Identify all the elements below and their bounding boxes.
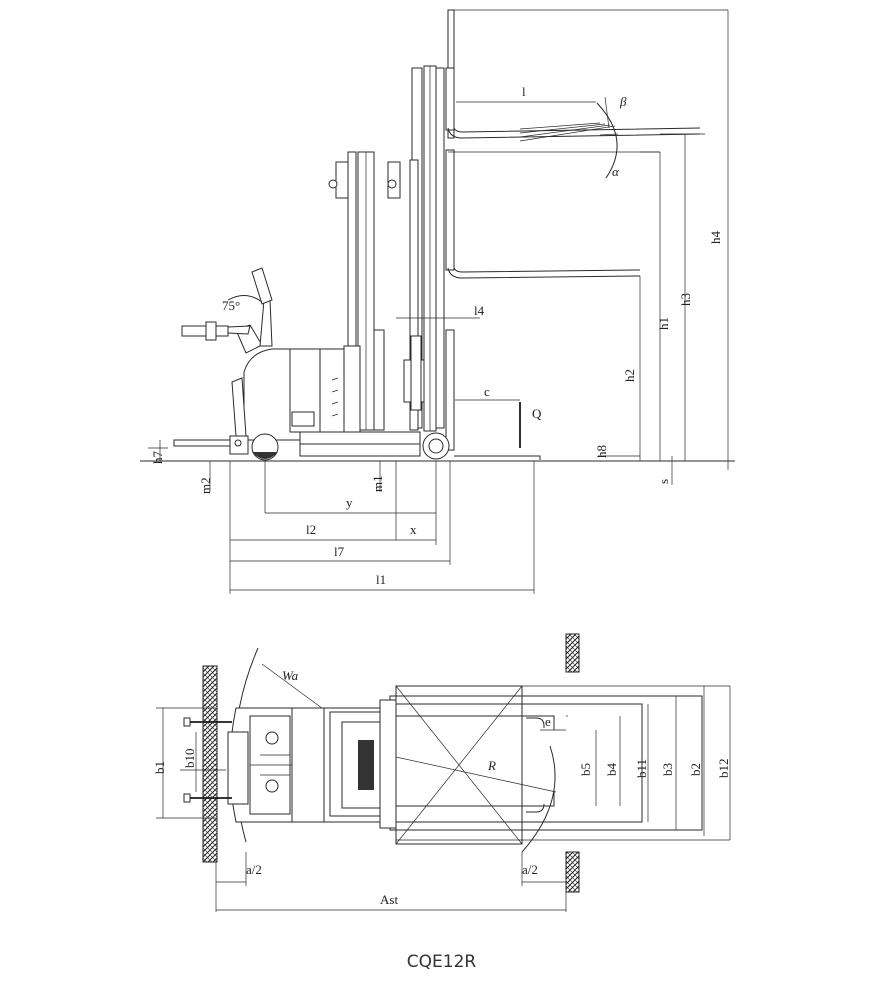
label-R: R — [487, 758, 496, 773]
label-b10: b10 — [182, 749, 197, 769]
label-b4: b4 — [604, 763, 619, 777]
aisle-wall-top — [565, 633, 580, 673]
label-b5: b5 — [578, 763, 593, 776]
tiller — [181, 267, 273, 354]
label-c: c — [484, 384, 490, 399]
label-Q: Q — [532, 406, 542, 421]
label-b1: b1 — [152, 761, 167, 774]
label-e: e — [545, 714, 551, 729]
label-l4: l4 — [474, 303, 485, 318]
top-dimensions — [156, 685, 731, 912]
label-b11: b11 — [634, 759, 649, 778]
truck-body — [173, 345, 541, 461]
label-alpha: α — [612, 164, 620, 179]
label-a2-left: a/2 — [246, 862, 262, 877]
side-dimensions — [148, 101, 686, 594]
top-view: Wa R e b1 b10 b5 b4 b11 b3 b2 b12 a/2 a/… — [152, 633, 731, 912]
label-l: l — [522, 84, 526, 99]
label-b3: b3 — [660, 763, 675, 776]
label-l7: l7 — [334, 544, 345, 559]
label-m2: m2 — [198, 477, 213, 494]
label-Wa: Wa — [282, 668, 299, 683]
label-h4: h4 — [708, 231, 723, 245]
truck-chassis-top — [227, 699, 397, 829]
mast-raised — [403, 9, 701, 451]
angle-steer-label: 75° — [222, 298, 240, 313]
label-h8: h8 — [594, 445, 609, 458]
label-h3: h3 — [678, 293, 693, 306]
turn-arc-right — [521, 745, 556, 853]
label-h1: h1 — [656, 317, 671, 330]
model-name: CQE12R — [406, 952, 477, 972]
label-a2-right: a/2 — [522, 862, 538, 877]
label-l2: l2 — [306, 522, 316, 537]
label-l1: l1 — [376, 572, 386, 587]
label-beta: β — [619, 94, 627, 109]
label-s: s — [656, 479, 671, 484]
mast-lowered — [328, 151, 422, 431]
aisle-wall-left — [202, 665, 218, 863]
label-b2: b2 — [688, 763, 703, 776]
aisle-wall-bottom — [565, 851, 580, 893]
label-y: y — [346, 495, 353, 510]
label-h7: h7 — [150, 451, 165, 465]
label-m1: m1 — [370, 475, 385, 492]
label-x: x — [410, 522, 417, 537]
label-Ast: Ast — [380, 892, 398, 907]
label-b12: b12 — [716, 759, 731, 779]
side-view: l β α 75° l4 c Q h1 h2 h3 h4 h7 h8 s m2 … — [140, 9, 735, 594]
label-h2: h2 — [622, 369, 637, 382]
